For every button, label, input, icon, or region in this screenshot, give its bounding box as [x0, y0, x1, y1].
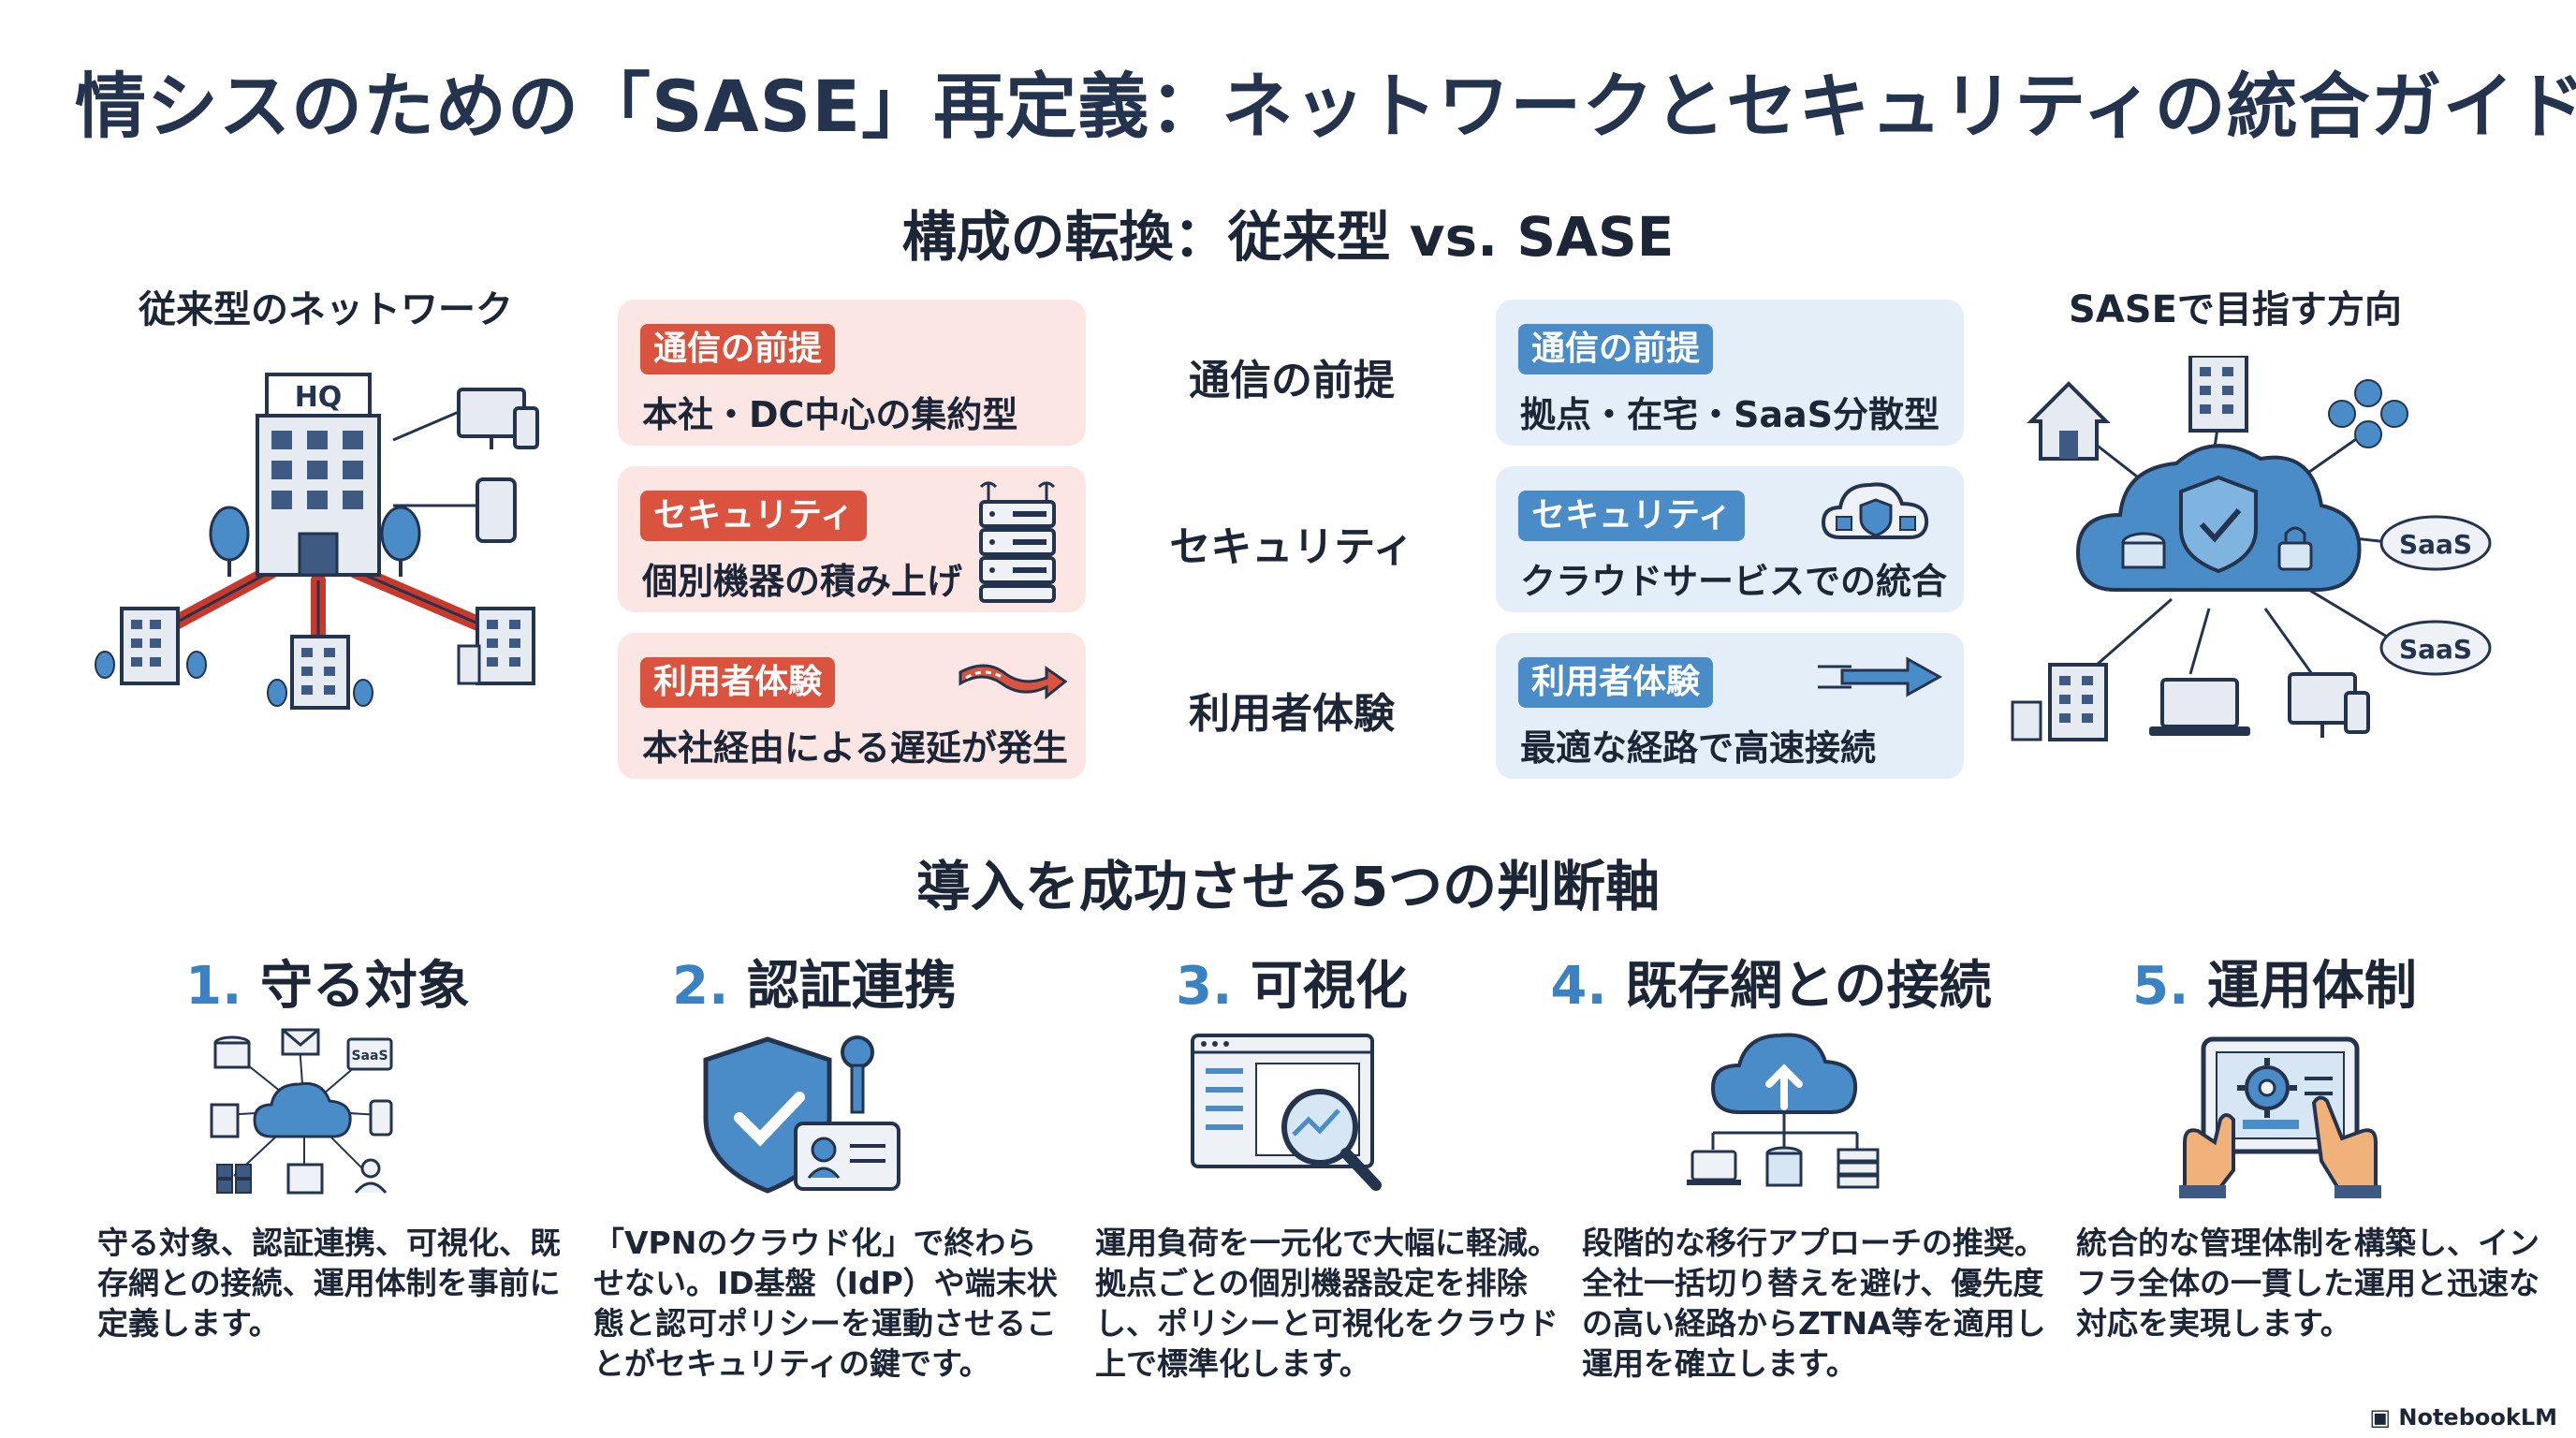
sase-text-communication: 拠点・在宅・SaaS分散型	[1520, 394, 1940, 435]
axis-icon-saas-label: SaaS	[351, 1049, 388, 1064]
axis-2-label: 認証連携	[746, 956, 957, 1017]
notebooklm-watermark: ▣ NotebookLM	[2369, 1404, 2557, 1431]
axis-5-num: 5.	[2132, 956, 2189, 1017]
dashboard-magnifier-icon	[1191, 1034, 1382, 1191]
axis-4-title: 4. 既存網との接続	[1528, 944, 2014, 1020]
axis-5-label: 運用体制	[2206, 956, 2417, 1017]
saas-label-1: SaaS	[2399, 529, 2472, 560]
legacy-card-security: セキュリティ 個別機器の積み上げ	[618, 466, 1086, 612]
axis-1-label: 守る対象	[259, 956, 470, 1017]
tablet-gear-icon	[2179, 1036, 2381, 1198]
axis-2-description: 「VPNのクラウド化」で終わらせない。ID基盤（IdP）や端末状態と認可ポリシー…	[593, 1225, 1058, 1382]
axis-4-num: 4.	[1550, 956, 1607, 1017]
winding-road-arrow-icon	[959, 664, 1068, 700]
fast-arrow-icon	[1818, 656, 1943, 697]
axis-1-title: 1. 守る対象	[84, 944, 571, 1020]
sase-badge-communication: 通信の前提	[1518, 324, 1714, 374]
axis-3-title: 3. 可視化	[1048, 944, 1535, 1020]
cloud-upload-network-icon	[1687, 1033, 1880, 1189]
axis-4-label: 既存網との接続	[1625, 956, 1992, 1017]
middle-label-security: セキュリティ	[1169, 523, 1414, 571]
axis-5-title: 5. 運用体制	[2031, 944, 2518, 1020]
axis-1-num: 1.	[185, 956, 242, 1017]
legacy-badge-experience: 利用者体験	[640, 657, 836, 708]
hq-label: HQ	[295, 381, 343, 414]
axis-2-title: 2. 認証連携	[571, 944, 1058, 1020]
legacy-network-diagram: HQ	[95, 373, 539, 710]
footer-label: NotebookLM	[2398, 1404, 2557, 1431]
middle-label-experience: 利用者体験	[1189, 690, 1395, 738]
sase-card-communication: 通信の前提 拠点・在宅・SaaS分散型	[1496, 300, 1964, 446]
legacy-text-security: 個別機器の積み上げ	[642, 561, 963, 602]
axes-heading: 導入を成功させる5つの判断軸	[915, 855, 1661, 918]
axis-2-num: 2.	[672, 956, 729, 1017]
sase-direction-label: SASEで目指す方向	[2069, 288, 2402, 331]
page-title: 情シスのための「SASE」再定義：ネットワークとセキュリティの統合ガイド	[75, 65, 2576, 148]
sase-text-experience: 最適な経路で高速接続	[1520, 727, 1877, 769]
cloud-assets-icon: SaaS	[210, 1028, 393, 1195]
axis-4-description: 段階的な移行アプローチの推奨。全社一括切り替えを避け、優先度の高い経路からZTN…	[1582, 1225, 2046, 1382]
legacy-badge-security: セキュリティ	[640, 491, 867, 541]
sase-text-security: クラウドサービスでの統合	[1520, 561, 1948, 602]
axis-5-description: 統合的な管理体制を構築し、インフラ全体の一貫した運用と迅速な対応を実現します。	[2076, 1225, 2539, 1342]
axis-3-num: 3.	[1176, 956, 1233, 1017]
legacy-card-experience: 利用者体験 本社経由による遅延が発生	[618, 633, 1086, 779]
server-rack-icon	[979, 481, 1056, 603]
sase-cloud-diagram: SaaS SaaS	[2011, 356, 2492, 741]
legacy-text-experience: 本社経由による遅延が発生	[642, 727, 1068, 769]
legacy-network-label: 従来型のネットワーク	[139, 288, 513, 331]
saas-label-2: SaaS	[2399, 634, 2472, 665]
notebook-icon: ▣	[2369, 1404, 2399, 1431]
sase-badge-security: セキュリティ	[1518, 491, 1745, 541]
axis-1-description: 守る対象、認証連携、可視化、既存網との接続、運用体制を事前に定義します。	[97, 1225, 561, 1342]
sase-badge-experience: 利用者体験	[1518, 657, 1714, 708]
legacy-badge-communication: 通信の前提	[640, 324, 836, 374]
legacy-text-communication: 本社・DC中心の集約型	[642, 394, 1018, 435]
sase-card-security: セキュリティ クラウドサービスでの統合	[1496, 466, 1964, 612]
shield-id-icon	[703, 1035, 900, 1194]
sase-card-experience: 利用者体験 最適な経路で高速接続	[1496, 633, 1964, 779]
legacy-card-communication: 通信の前提 本社・DC中心の集約型	[618, 300, 1086, 446]
axis-3-label: 可視化	[1250, 956, 1408, 1017]
middle-label-communication: 通信の前提	[1189, 357, 1395, 404]
comparison-heading: 構成の転換：従来型 vs. SASE	[901, 205, 1675, 269]
cloud-shield-icon	[1821, 482, 1929, 539]
axis-3-description: 運用負荷を一元化で大幅に軽減。拠点ごとの個別機器設定を排除し、ポリシーと可視化を…	[1095, 1225, 1559, 1382]
